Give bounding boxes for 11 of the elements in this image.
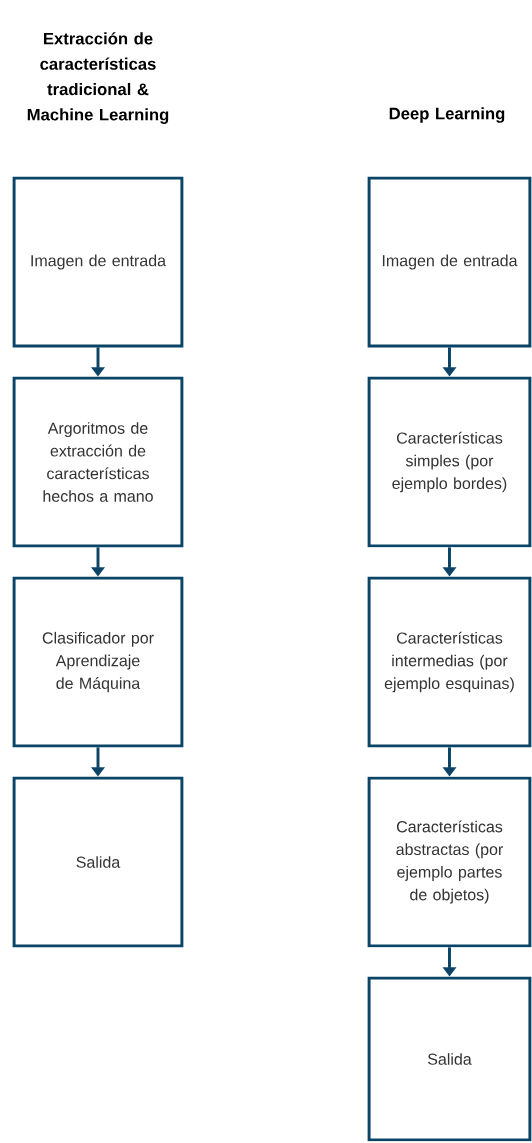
process-box: Imagen de entrada <box>367 176 532 348</box>
process-box: Imagen de entrada <box>12 176 184 348</box>
column-heading: Extracción de características tradicional & Machine Learning <box>27 32 169 124</box>
process-box: Salida <box>12 776 184 948</box>
process-box: Características simples (por ejemplo bordes) <box>367 376 532 548</box>
process-box: Salida <box>367 976 532 1142</box>
process-box: Características intermedias (por ejemplo esquinas) <box>367 576 532 748</box>
column-heading: Deep Learning <box>389 107 505 123</box>
process-box: Clasificador por Aprendizaje de Máquina <box>12 576 184 748</box>
process-box: Argoritmos de extracción de características hechos a mano <box>12 376 184 548</box>
process-box: Características abstractas (por ejemplo partes de objetos) <box>367 776 532 948</box>
